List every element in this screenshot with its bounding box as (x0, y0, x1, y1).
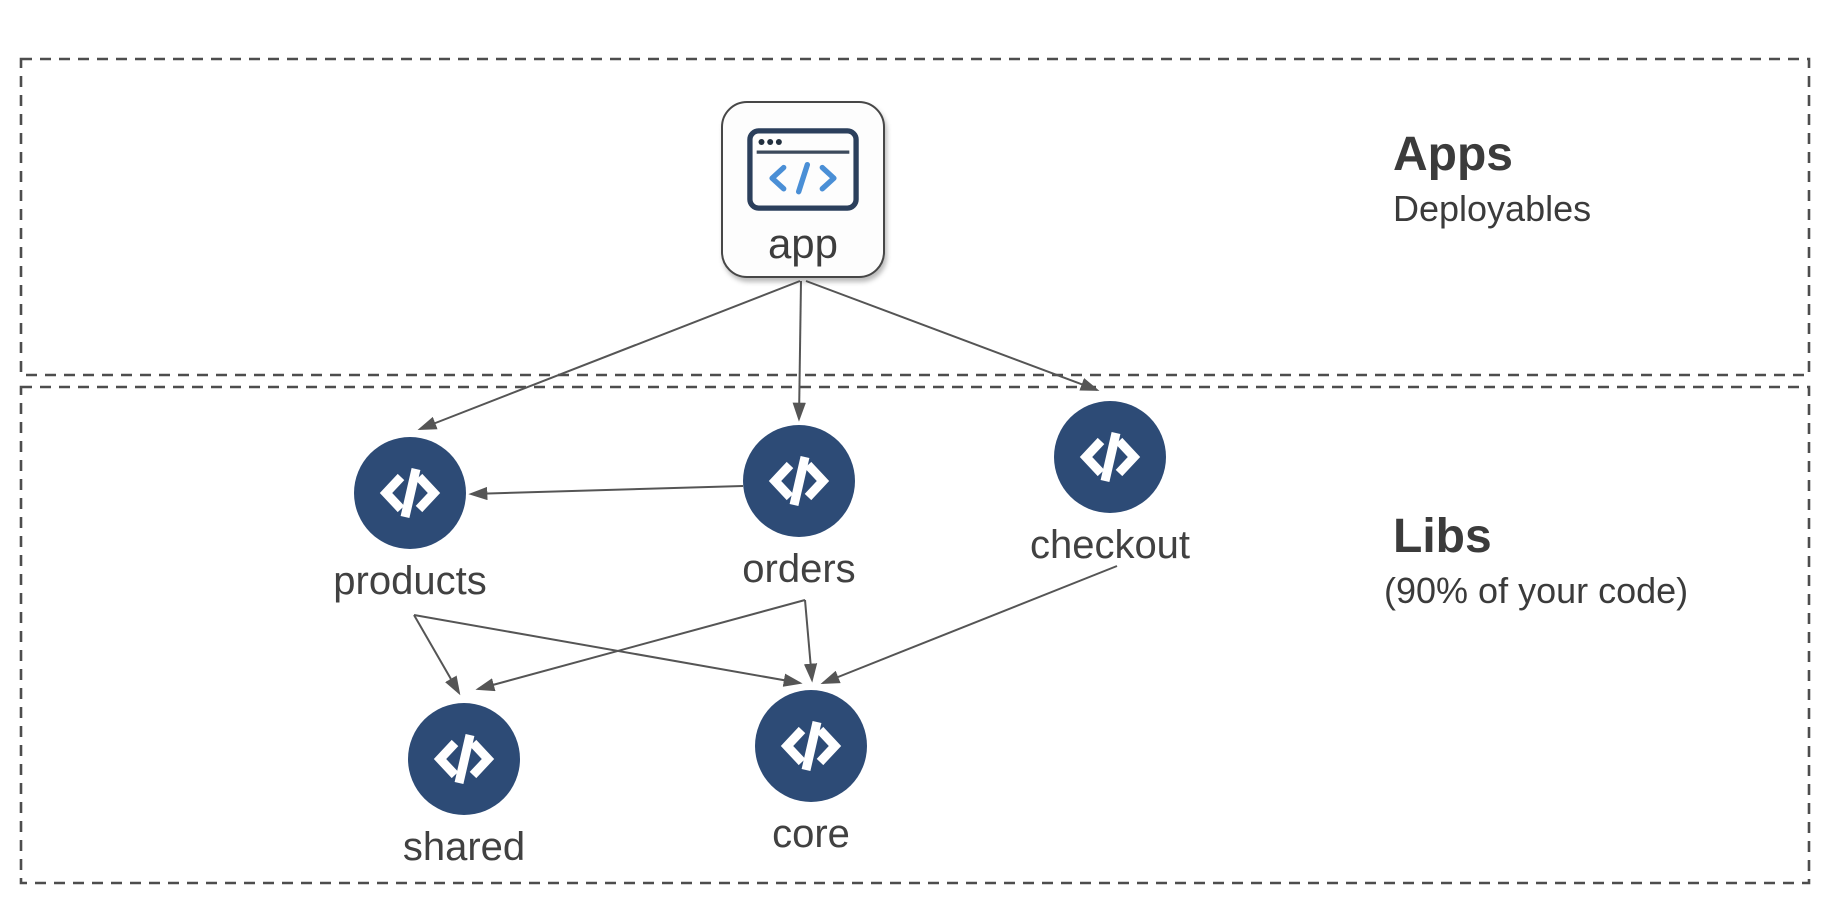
node-orders: orders (742, 425, 856, 591)
libs-zone-box (19, 385, 1811, 885)
code-icon (768, 455, 830, 507)
node-orders-circle (743, 425, 855, 537)
node-core-label: core (772, 812, 850, 856)
node-core-circle (755, 690, 867, 802)
apps-zone-title: Apps (1393, 128, 1513, 181)
node-app: app (721, 101, 885, 278)
node-app-label: app (767, 220, 839, 267)
node-products-circle (354, 437, 466, 549)
edge-checkout-core (820, 565, 1118, 684)
code-icon (433, 733, 495, 785)
apps-zone-box (19, 57, 1811, 377)
apps-zone-subtitle: Deployables (1393, 188, 1592, 230)
node-shared-label: shared (402, 825, 526, 869)
edge-orders-core (803, 599, 818, 683)
apps-zone-caption: Apps Deployables (1393, 128, 1592, 230)
node-products: products (333, 437, 487, 603)
code-icon (379, 467, 441, 519)
edge-products-shared (413, 614, 461, 696)
node-checkout-circle (1054, 401, 1166, 513)
node-shared-circle (408, 703, 520, 815)
libs-zone-caption: Libs (90% of your code) (1384, 510, 1689, 612)
node-core: core (755, 690, 867, 856)
libs-zone-subtitle: (90% of your code) (1384, 570, 1689, 612)
node-checkout: checkout (1030, 401, 1190, 567)
node-checkout-label: checkout (1029, 523, 1191, 567)
edge-app-orders (792, 280, 806, 422)
edge-app-products (417, 280, 801, 430)
code-icon (1079, 431, 1141, 483)
node-shared: shared (403, 703, 525, 869)
edge-orders-shared (475, 599, 806, 692)
node-products-label: products (333, 559, 487, 603)
node-orders-label: orders (742, 547, 856, 591)
code-icon (780, 720, 842, 772)
edge-orders-products (468, 485, 744, 501)
edge-products-core (413, 614, 803, 687)
libs-zone-title: Libs (1393, 510, 1492, 563)
browser-window-code-icon (747, 128, 859, 211)
edge-app-checkout (805, 280, 1100, 391)
